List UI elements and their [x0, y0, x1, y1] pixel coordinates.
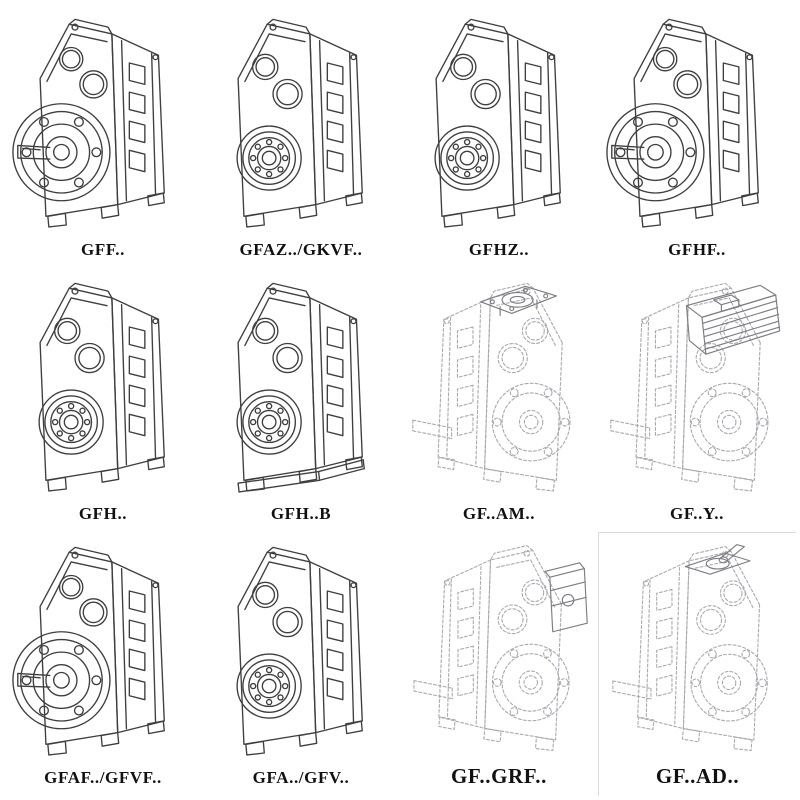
model-label: GF..GRF..	[450, 763, 548, 788]
model-label: GF..AD..	[655, 763, 740, 788]
gearbox-flange-mounted-solid-shaft-drawing	[600, 6, 794, 239]
cell-gff: GFF..	[4, 4, 202, 268]
cell-gf-y: GF..Y..	[598, 268, 796, 532]
gearbox-hollow-shaft-bores-drawing	[402, 6, 596, 239]
gearbox-hollow-shaft-bores-drawing	[204, 6, 398, 239]
model-label: GF..Y..	[670, 504, 724, 524]
cell-gfhz: GFHZ..	[400, 4, 598, 268]
gearbox-phantom-motor-mounted-drawing	[600, 270, 794, 503]
gearbox-hollow-shaft-bores-drawing	[6, 270, 200, 503]
model-label: GFA../GFV..	[252, 768, 350, 788]
model-label: GF..AM..	[462, 504, 536, 524]
model-label: GFH..	[78, 504, 128, 524]
gearbox-flange-mounted-solid-shaft-drawing	[6, 6, 200, 239]
model-label: GFAF../GFVF..	[44, 768, 162, 788]
cell-gf-am: GF..AM..	[400, 268, 598, 532]
cell-gfaf-gfvf: GFAF../GFVF..	[4, 532, 202, 796]
gearbox-hollow-shaft-baseplate-drawing	[204, 270, 398, 503]
cell-gfaz-gkvf: GFAZ../GKVF..	[202, 4, 400, 268]
cell-gfhf: GFHF..	[598, 4, 796, 268]
gearbox-phantom-side-adapter-drawing	[402, 534, 596, 763]
gearbox-phantom-iec-adapter-flange-drawing	[402, 270, 596, 503]
model-label: GFH..B	[270, 504, 332, 524]
cell-gfh-b: GFH..B	[202, 268, 400, 532]
model-label: GFF..	[81, 240, 125, 260]
model-label: GFHF..	[668, 240, 726, 260]
cell-gf-grf: GF..GRF..	[400, 532, 598, 796]
cell-gfa-gfv: GFA../GFV..	[202, 532, 400, 796]
cell-gfh: GFH..	[4, 268, 202, 532]
cell-gf-ad: GF..AD..	[598, 532, 796, 796]
gearbox-phantom-input-shaft-adapter-drawing	[601, 535, 794, 763]
gearbox-flange-mounted-solid-shaft-drawing	[6, 534, 200, 767]
gearbox-hollow-shaft-bores-drawing	[204, 534, 398, 767]
model-label: GFAZ../GKVF..	[239, 240, 363, 260]
model-label: GFHZ..	[468, 240, 530, 260]
